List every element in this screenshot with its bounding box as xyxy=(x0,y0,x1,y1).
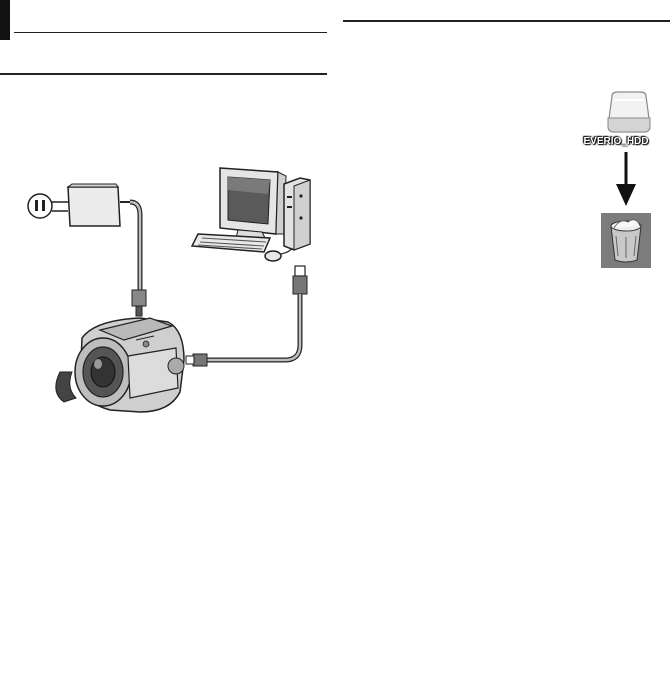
ac-adapter-icon xyxy=(52,184,130,226)
drive-label: EVERIO_HDD xyxy=(582,136,650,147)
desktop-computer-icon xyxy=(192,168,310,261)
dc-cable xyxy=(130,202,140,290)
camcorder-icon xyxy=(56,318,184,412)
trash-icon[interactable] xyxy=(601,213,651,268)
arrow-down-icon xyxy=(616,152,636,206)
usb-cable xyxy=(186,266,307,366)
external-drive-icon[interactable] xyxy=(608,92,650,132)
wall-outlet-icon xyxy=(28,194,52,218)
